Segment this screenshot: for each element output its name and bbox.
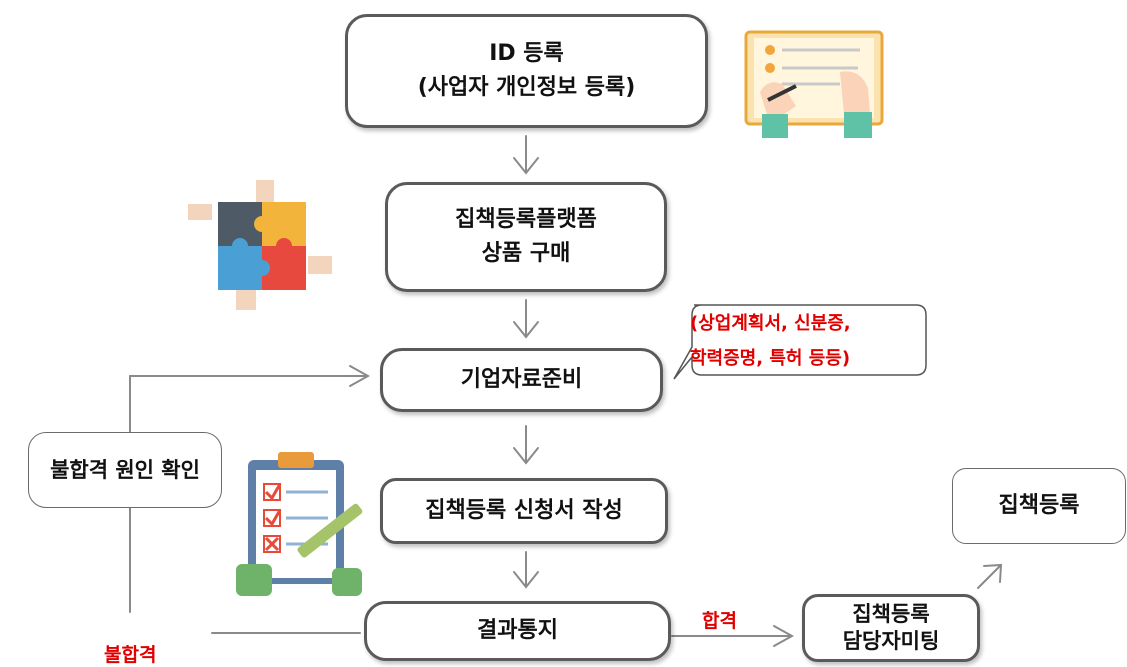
step-application: 집책등록 신청서 작성 — [380, 478, 668, 544]
document-signing-icon — [744, 30, 884, 138]
step-id-register-line2: (사업자 개인정보 등록) — [417, 75, 636, 100]
callout-line-1: (상업계획서, 신분증, — [690, 313, 851, 334]
step-final-register: 집책등록 — [952, 468, 1126, 544]
step-meeting-line1: 집책등록 — [852, 601, 930, 626]
fail-label: 불합격 — [104, 644, 157, 666]
step-meeting: 집책등록 담당자미팅 — [802, 594, 980, 662]
step-id-register: ID 등록 (사업자 개인정보 등록) — [345, 14, 708, 128]
callout-text: (상업계획서, 신분증, 학력증명, 특허 등등) — [690, 306, 940, 376]
checklist-clipboard-icon — [236, 452, 363, 596]
fail-cause-check: 불합격 원인 확인 — [28, 432, 222, 508]
step-result-notice: 결과통지 — [364, 601, 671, 661]
step-prepare-documents: 기업자료준비 — [380, 348, 663, 412]
step-application-label: 집책등록 신청서 작성 — [425, 497, 623, 523]
step-result-label: 결과통지 — [477, 617, 558, 643]
callout-bubble — [673, 304, 927, 380]
puzzle-hands-icon — [188, 180, 332, 310]
fail-cause-label: 불합격 원인 확인 — [50, 457, 200, 482]
step-prepare-label: 기업자료준비 — [460, 366, 583, 392]
step-id-register-line1: ID 등록 — [489, 40, 564, 66]
step-final-label: 집책등록 — [998, 492, 1080, 518]
callout-line-2: 학력증명, 특허 등등) — [690, 348, 851, 369]
step-meeting-line2: 담당자미팅 — [842, 629, 940, 653]
pass-label: 합격 — [702, 610, 737, 632]
step-platform-line2: 상품 구매 — [481, 241, 571, 266]
step-platform-purchase: 집책등록플랫폼 상품 구매 — [385, 182, 667, 292]
step-platform-line1: 집책등록플랫폼 — [455, 206, 597, 232]
